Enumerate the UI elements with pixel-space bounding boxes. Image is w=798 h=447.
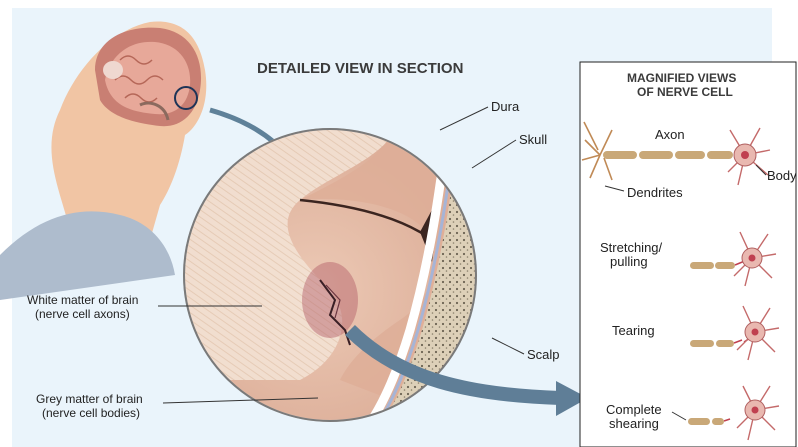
skull-label: Skull	[519, 133, 547, 147]
body-label: Body	[767, 169, 797, 183]
axon-label: Axon	[655, 128, 685, 142]
grey-matter-sublabel: (nerve cell bodies)	[42, 406, 140, 420]
tearing-label: Tearing	[612, 324, 655, 338]
section-title: DETAILED VIEW IN SECTION	[257, 60, 463, 77]
pulling-label: pulling	[610, 255, 648, 269]
stretching-label: Stretching/	[600, 241, 662, 255]
scalp-label: Scalp	[527, 348, 560, 362]
white-matter-sublabel: (nerve cell axons)	[35, 307, 130, 321]
panel-title-line1: MAGNIFIED VIEWS	[627, 71, 736, 85]
complete-label: Complete	[606, 403, 662, 417]
dendrites-label: Dendrites	[627, 186, 683, 200]
dura-label: Dura	[491, 100, 519, 114]
white-matter-label: White matter of brain	[27, 293, 138, 307]
grey-matter-label: Grey matter of brain	[36, 392, 143, 406]
panel-title-line2: OF NERVE CELL	[637, 85, 733, 99]
shearing-label: shearing	[609, 417, 659, 431]
